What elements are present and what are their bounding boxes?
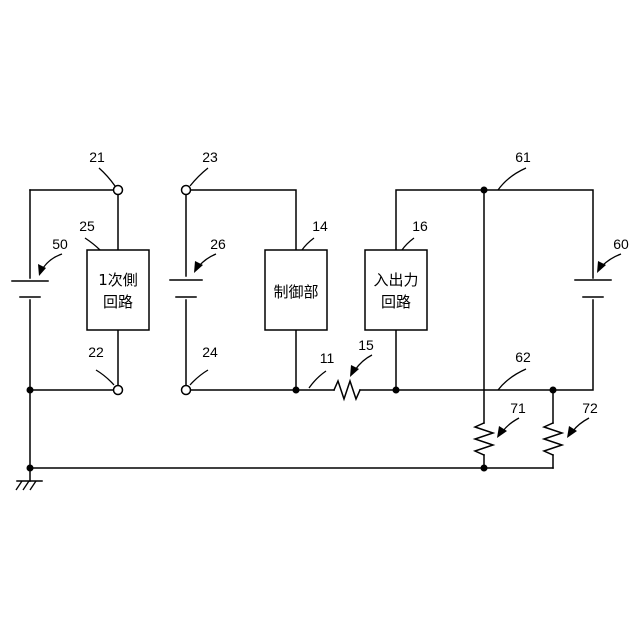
junction-dot [293, 387, 300, 394]
label-26: 26 [210, 236, 226, 252]
label-15: 15 [358, 337, 374, 353]
leader-24 [190, 370, 208, 385]
primary-block-line1: 1次側 [98, 271, 138, 289]
arrow-15 [355, 355, 372, 370]
resistor-15 [334, 381, 360, 399]
label-61: 61 [515, 149, 531, 165]
io-circuit-block [365, 250, 427, 330]
resistor-72 [544, 423, 562, 455]
label-16: 16 [412, 218, 428, 234]
wire-top-middle [191, 190, 296, 250]
terminal-23 [182, 186, 191, 195]
arrow-60 [602, 254, 621, 266]
leader-61 [498, 168, 526, 190]
label-25: 25 [79, 218, 95, 234]
terminal-24 [182, 386, 191, 395]
leader-23 [190, 168, 208, 186]
terminal-21 [114, 186, 123, 195]
label-14: 14 [312, 218, 328, 234]
wire-top-left [30, 190, 118, 250]
label-72: 72 [582, 400, 598, 416]
resistor-71 [475, 423, 493, 455]
terminal-22 [114, 386, 123, 395]
junction-dot [393, 387, 400, 394]
arrow-50 [43, 254, 62, 268]
label-23: 23 [202, 149, 218, 165]
primary-block-line2: 回路 [103, 293, 133, 311]
junction-dot [481, 187, 488, 194]
right-circuit [396, 190, 611, 423]
label-60: 60 [613, 236, 629, 252]
arrow-71 [503, 418, 519, 431]
junction-dot [27, 465, 34, 472]
label-21: 21 [89, 149, 105, 165]
label-22: 22 [88, 344, 104, 360]
leader-11 [309, 371, 326, 388]
arrow-26 [199, 254, 216, 266]
junction-dot [550, 387, 557, 394]
control-block-text: 制御部 [273, 283, 318, 301]
leader-25 [85, 238, 100, 250]
io-block-line1: 入出力 [373, 271, 418, 289]
label-24: 24 [202, 344, 218, 360]
arrow-72 [573, 418, 589, 431]
leader-21 [99, 168, 115, 186]
label-50: 50 [52, 236, 68, 252]
label-71: 71 [510, 400, 526, 416]
leader-14 [302, 238, 314, 250]
junction-dot [481, 465, 488, 472]
leader-22 [96, 370, 114, 385]
label-11: 11 [320, 350, 335, 366]
label-62: 62 [515, 349, 531, 365]
io-block-line2: 回路 [381, 293, 411, 311]
leader-16 [402, 238, 414, 250]
leader-62 [498, 369, 526, 390]
junction-dot [27, 387, 34, 394]
primary-circuit-block [87, 250, 149, 330]
